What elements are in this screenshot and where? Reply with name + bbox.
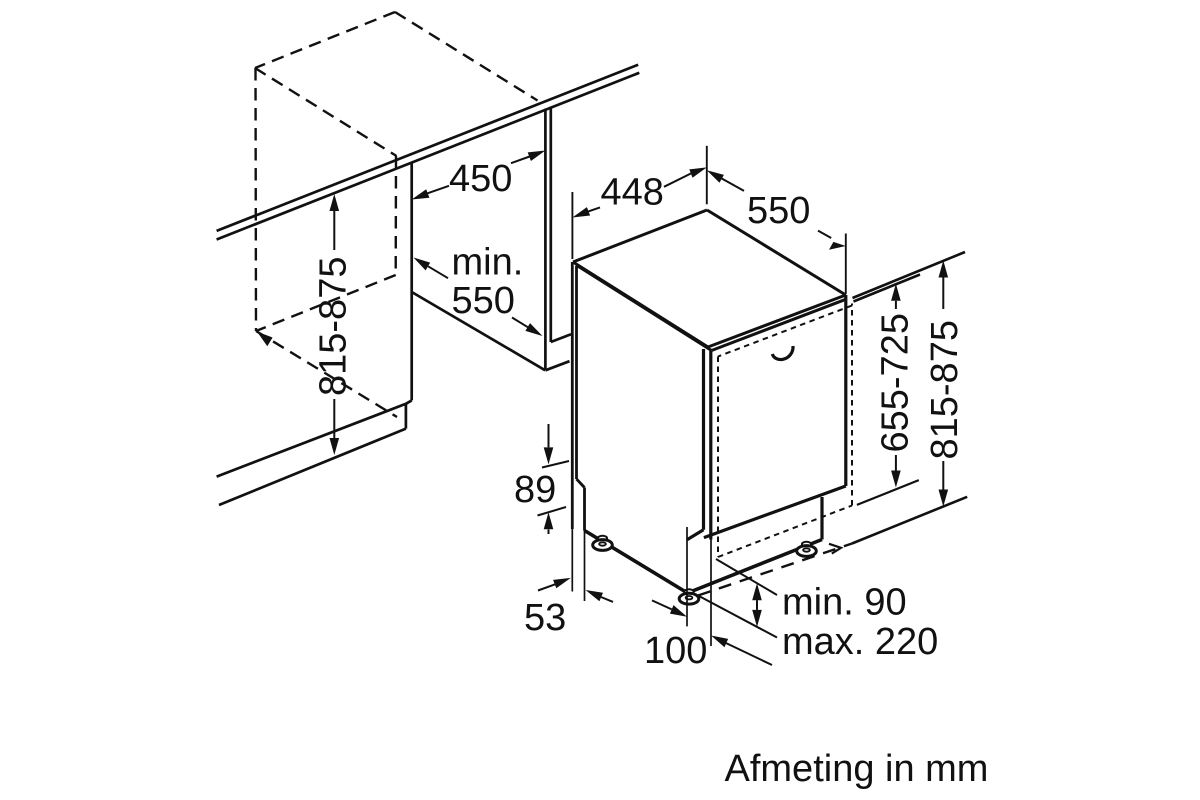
label-niche-depth-min-value: 550 (452, 280, 515, 322)
dim-niche-height-left (329, 194, 340, 455)
foot-right (795, 540, 818, 558)
dim-niche-width (411, 150, 546, 200)
base-level-reference-line (856, 479, 920, 506)
dim-niche-depth (413, 257, 543, 336)
caption: Afmeting in mm (725, 748, 989, 790)
niche-depth-ghost-arrowhead (257, 331, 273, 347)
floor-line-chevron (828, 542, 844, 555)
countertop-left (216, 63, 640, 241)
label-niche-height-left: 815-875 (313, 257, 355, 396)
label-overall-height-right: 815-875 (924, 320, 966, 459)
foot-front (677, 588, 701, 606)
niche-interior-lines (411, 106, 572, 372)
dishwasher-top-face (572, 208, 847, 352)
label-appliance-depth: 550 (747, 190, 810, 232)
label-appliance-width: 448 (601, 172, 664, 214)
label-rear-clearance: 53 (524, 597, 566, 639)
dim-plinth-clearance (697, 558, 778, 639)
dim-appliance-height (891, 283, 901, 488)
dim-plinth-recess (651, 527, 773, 666)
label-base-height: 89 (514, 469, 556, 511)
label-plinth-min: min. 90 (782, 582, 907, 624)
dim-appliance-width (571, 145, 708, 259)
floor-line-hidden (697, 542, 853, 597)
dim-rear-clearance (537, 530, 614, 603)
label-plinth-max: max. 220 (782, 621, 938, 663)
foot-rear-left (591, 534, 614, 552)
niche-ghost-box (254, 10, 539, 419)
door-handle-icon (770, 345, 795, 362)
label-plinth-recess: 100 (644, 630, 707, 672)
dim-base-height (537, 424, 570, 534)
label-appliance-height: 655-725 (875, 313, 917, 452)
dishwasher-back-edge (570, 262, 586, 592)
dishwasher-door (686, 295, 848, 542)
adjustable-feet (591, 534, 818, 606)
floor-line-right (851, 495, 968, 545)
label-niche-depth-min-word: min. (452, 242, 524, 284)
label-niche-width: 450 (449, 158, 512, 200)
dim-overall-height-right (938, 260, 949, 507)
furniture-panel-dashed (717, 303, 853, 558)
dim-appliance-depth (706, 170, 847, 294)
countertop-right (852, 250, 966, 303)
left-cabinet-outline (216, 162, 414, 507)
